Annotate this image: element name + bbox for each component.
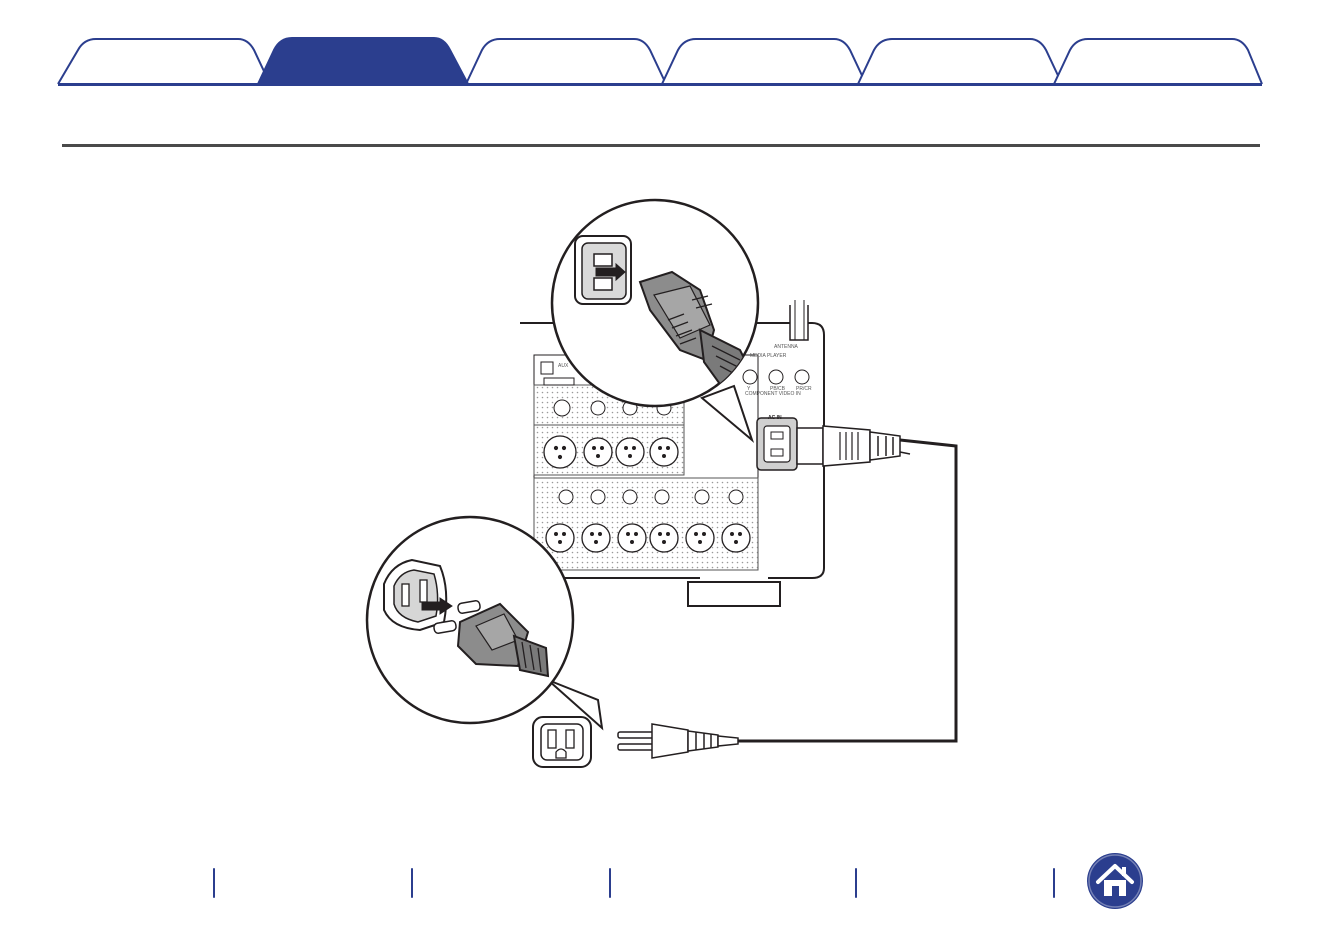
footer-link-4[interactable] bbox=[612, 862, 854, 906]
footer-separator bbox=[411, 868, 413, 898]
mains-plug bbox=[618, 724, 738, 758]
footer-separator bbox=[855, 868, 857, 898]
label-pr: PR/CR bbox=[796, 386, 812, 392]
footer-separator bbox=[1053, 868, 1055, 898]
home-icon bbox=[1087, 853, 1143, 909]
footer-link-3[interactable] bbox=[414, 862, 608, 906]
iec-plug bbox=[797, 426, 900, 466]
label-aux: AUX bbox=[558, 363, 569, 369]
label-pb: PB/CB bbox=[770, 386, 786, 392]
wall-outlet bbox=[533, 717, 591, 767]
footer-link-1[interactable] bbox=[62, 862, 212, 906]
home-button[interactable] bbox=[1087, 853, 1143, 909]
footer-link-2[interactable] bbox=[216, 862, 410, 906]
label-antenna: ANTENNA bbox=[774, 344, 799, 350]
label-ac-in: AC IN bbox=[768, 415, 782, 421]
footer-separator bbox=[609, 868, 611, 898]
label-media-player: MEDIA PLAYER bbox=[750, 353, 787, 359]
footer-separator bbox=[213, 868, 215, 898]
footer-link-5[interactable] bbox=[858, 862, 1052, 906]
